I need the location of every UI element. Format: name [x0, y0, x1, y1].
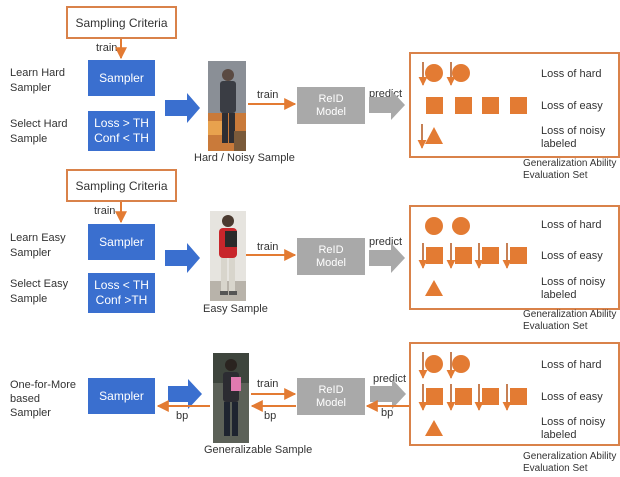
criteria-train-label: train — [96, 42, 118, 54]
sampler-to-sample-block-arrow — [165, 93, 200, 123]
bp-label: bp — [264, 410, 277, 422]
sampler-to-sample-block-arrow — [168, 379, 202, 409]
sampler-box: Sampler — [88, 224, 155, 260]
evaluation-set-caption: Generalization Ability Evaluation Set — [523, 309, 617, 332]
generalizable-person-image — [213, 353, 249, 443]
easy-square — [455, 247, 472, 264]
bp-label: bp — [381, 407, 394, 419]
evaluation-set-box — [409, 52, 620, 158]
threshold-line-1: Loss < TH — [94, 278, 149, 292]
sampler-box: Sampler — [88, 378, 155, 414]
select-easy-sample-label: Select Easy Sample — [10, 278, 69, 305]
hard-circle-2 — [452, 64, 470, 82]
hard-circle-2 — [452, 355, 470, 373]
easy-square — [426, 97, 443, 114]
loss-of-easy-label: Loss of easy — [541, 250, 603, 262]
easy-square — [426, 388, 443, 405]
select-hard-sample-label: Select Hard Sample — [10, 118, 68, 145]
threshold-box: Loss > TH Conf < TH — [88, 111, 155, 151]
sampler-label: Sampler — [99, 388, 144, 403]
easy-square — [426, 247, 443, 264]
loss-of-noisy-label: Loss of noisy labeled — [541, 416, 606, 441]
noisy-triangle — [425, 420, 443, 436]
loss-of-hard-label: Loss of hard — [541, 68, 602, 80]
loss-of-easy-label: Loss of easy — [541, 100, 603, 112]
model-to-eval-predict-arrow — [369, 90, 405, 120]
hard-noisy-person-image — [208, 61, 246, 151]
reid-model-box: ReID Model — [297, 238, 365, 275]
hard-circle-1 — [425, 64, 443, 82]
noisy-triangle — [425, 280, 443, 296]
easy-square — [510, 388, 527, 405]
one-for-more-sampler-label: One-for-More based Sampler — [10, 379, 77, 419]
loss-of-noisy-label: Loss of noisy labeled — [541, 125, 606, 150]
loss-of-noisy-label: Loss of noisy labeled — [541, 276, 606, 301]
bp-label: bp — [176, 410, 189, 422]
evaluation-set-caption: Generalization Ability Evaluation Set — [523, 451, 617, 474]
predict-label: predict — [369, 236, 403, 248]
easy-square — [482, 97, 499, 114]
hard-noisy-sample-caption: Hard / Noisy Sample — [194, 152, 295, 164]
loss-of-easy-label: Loss of easy — [541, 391, 603, 403]
sampler-box: Sampler — [88, 60, 155, 96]
train-label: train — [257, 241, 279, 253]
sampling-criteria-box: Sampling Criteria — [66, 169, 177, 202]
hard-circle-2 — [452, 217, 470, 235]
sampler-label: Sampler — [99, 70, 144, 85]
generalizable-sample-caption: Generalizable Sample — [204, 444, 313, 456]
hard-circle-1 — [425, 217, 443, 235]
model-to-eval-predict-arrow — [370, 379, 406, 409]
easy-square — [455, 97, 472, 114]
reid-model-label: ReID Model — [316, 383, 346, 409]
learn-hard-sampler-label: Learn Hard Sampler — [10, 67, 66, 94]
evaluation-set-caption: Generalization Ability Evaluation Set — [523, 158, 617, 181]
model-to-eval-predict-arrow — [369, 243, 405, 273]
threshold-line-1: Loss > TH — [94, 116, 149, 130]
reid-model-box: ReID Model — [297, 378, 365, 415]
loss-of-hard-label: Loss of hard — [541, 219, 602, 231]
threshold-line-2: Conf < TH — [94, 131, 149, 145]
loss-of-hard-label: Loss of hard — [541, 359, 602, 371]
easy-square — [482, 247, 499, 264]
train-label: train — [257, 378, 279, 390]
easy-person-image — [210, 211, 246, 301]
sampling-criteria-label: Sampling Criteria — [75, 178, 168, 193]
criteria-train-label: train — [94, 205, 116, 217]
reid-model-label: ReID Model — [316, 92, 346, 118]
sampler-label: Sampler — [99, 234, 144, 249]
easy-square — [482, 388, 499, 405]
easy-square — [510, 97, 527, 114]
reid-model-label: ReID Model — [316, 243, 346, 269]
sampler-to-sample-block-arrow — [165, 243, 200, 273]
learn-easy-sampler-label: Learn Easy Sampler — [10, 232, 66, 259]
train-label: train — [257, 89, 279, 101]
sampling-criteria-label: Sampling Criteria — [75, 15, 168, 30]
noisy-triangle — [425, 127, 443, 144]
threshold-box: Loss < TH Conf >TH — [88, 273, 155, 313]
hard-circle-1 — [425, 355, 443, 373]
predict-label: predict — [373, 373, 407, 385]
easy-square — [455, 388, 472, 405]
sampling-criteria-box: Sampling Criteria — [66, 6, 177, 39]
easy-square — [510, 247, 527, 264]
reid-model-box: ReID Model — [297, 87, 365, 124]
easy-sample-caption: Easy Sample — [203, 303, 268, 315]
threshold-line-2: Conf >TH — [95, 293, 148, 307]
